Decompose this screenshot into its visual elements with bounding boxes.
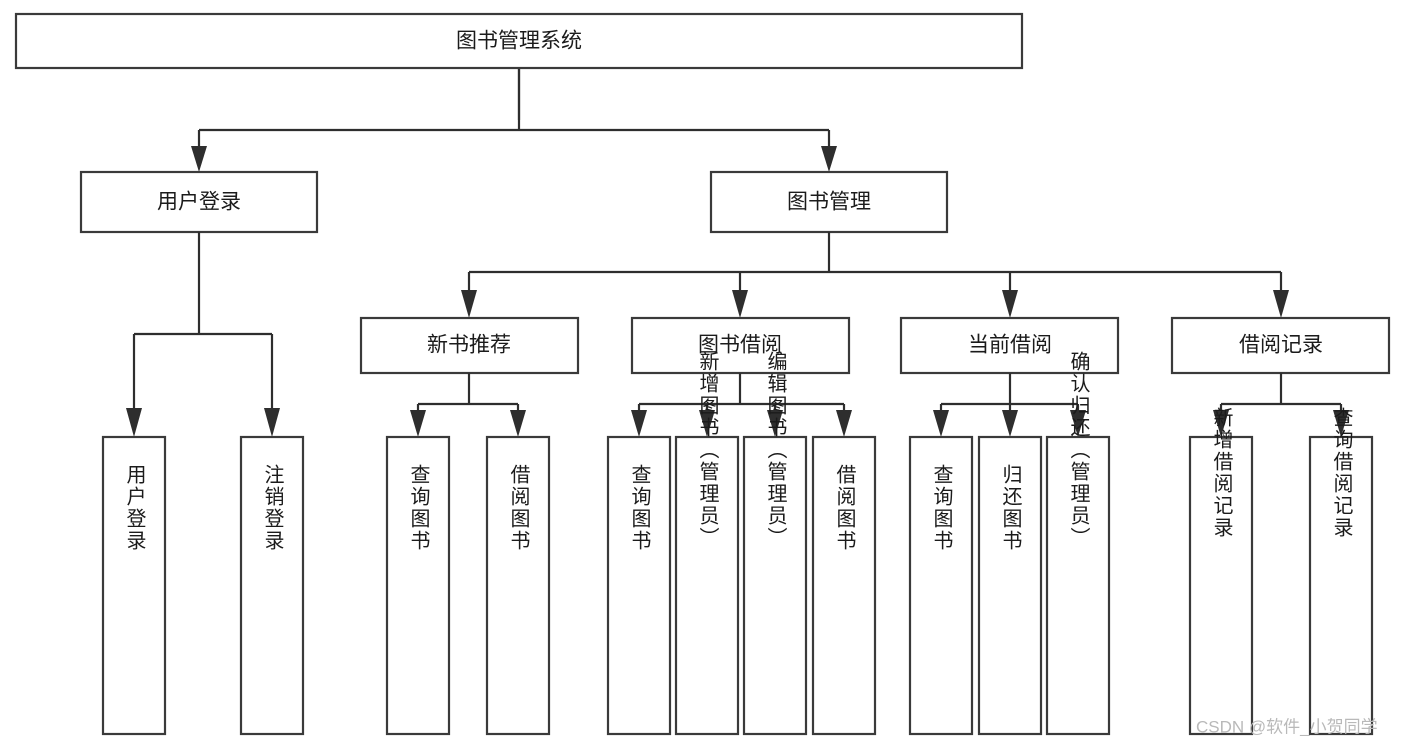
node-root[interactable]: 图书管理系统	[14, 12, 1024, 70]
arrowhead-cb-leaf-3	[1070, 410, 1086, 437]
node-book-manage-rect[interactable]	[709, 170, 949, 234]
leaf-book-borrow-3[interactable]: 编辑图书（管理员）	[742, 351, 808, 736]
node-user-login-label: 用户登录	[157, 191, 241, 214]
node-book-borrow[interactable]: 图书借阅	[630, 316, 851, 375]
node-new-book-recommend-label: 新书推荐	[427, 334, 511, 357]
leaf-book-borrow-2-rect[interactable]	[674, 435, 740, 736]
connector-new-book-recommend-to-leaves	[410, 373, 526, 437]
arrowhead-leaf-logout	[264, 408, 280, 437]
arrowhead-nbr-leaf-1	[410, 410, 426, 437]
leaf-current-borrow-3[interactable]: 确认归还（管理员）	[1045, 351, 1111, 736]
node-new-book-recommend[interactable]: 新书推荐	[359, 316, 580, 375]
leaf-user-login-2[interactable]: 注销登录	[239, 435, 305, 736]
connector-borrow-record-to-leaves	[1213, 373, 1349, 437]
leaf-user-login-1-label: 用户登录	[123, 464, 146, 552]
arrowhead-nbr-leaf-2	[510, 410, 526, 437]
node-current-borrow-label: 当前借阅	[968, 334, 1052, 357]
leaf-new-book-recommend-2-rect[interactable]	[485, 435, 551, 736]
connector-book-borrow-to-leaves	[631, 373, 852, 437]
leaf-book-borrow-3-label: 编辑图书（管理员）	[764, 351, 787, 549]
arrowhead-leaf-user-login	[126, 408, 142, 437]
leaf-current-borrow-2-rect[interactable]	[977, 435, 1043, 736]
leaf-book-borrow-3-rect[interactable]	[742, 435, 808, 736]
leaf-new-book-recommend-1-label: 查询图书	[407, 464, 430, 552]
leaf-current-borrow-2[interactable]: 归还图书	[977, 435, 1043, 736]
leaf-new-book-recommend-1[interactable]: 查询图书	[385, 435, 451, 736]
connector-book-manage-to-level3	[461, 232, 1289, 318]
leaf-book-borrow-1[interactable]: 查询图书	[606, 435, 672, 736]
leaf-new-book-recommend-2[interactable]: 借阅图书	[485, 435, 551, 736]
node-new-book-recommend-rect[interactable]	[359, 316, 580, 375]
leaf-book-borrow-2-label: 新增图书（管理员）	[696, 351, 719, 549]
leaf-borrow-record-2[interactable]: 查询借阅记录	[1308, 407, 1374, 736]
leaf-book-borrow-1-rect[interactable]	[606, 435, 672, 736]
node-borrow-record[interactable]: 借阅记录	[1170, 316, 1391, 375]
leaf-book-borrow-4-rect[interactable]	[811, 435, 877, 736]
leaf-book-borrow-2[interactable]: 新增图书（管理员）	[674, 351, 740, 736]
arrowhead-bb-leaf-1	[631, 410, 647, 437]
leaf-current-borrow-1-rect[interactable]	[908, 435, 974, 736]
arrowhead-book-manage	[821, 146, 837, 172]
node-book-manage-label: 图书管理	[787, 191, 871, 214]
arrowhead-cb-leaf-1	[933, 410, 949, 437]
leaf-new-book-recommend-2-label: 借阅图书	[507, 464, 530, 552]
leaf-user-login-1[interactable]: 用户登录	[101, 435, 167, 736]
arrowhead-cb-leaf-2	[1002, 410, 1018, 437]
leaf-book-borrow-4-label: 借阅图书	[833, 464, 856, 552]
leaf-new-book-recommend-1-rect[interactable]	[385, 435, 451, 736]
node-user-login[interactable]: 用户登录	[79, 170, 319, 234]
connector-user-login-to-leaves	[126, 232, 280, 437]
leaf-borrow-record-2-label: 查询借阅记录	[1330, 407, 1353, 539]
leaf-current-borrow-3-rect[interactable]	[1045, 435, 1111, 736]
arrowhead-borrow-record	[1273, 290, 1289, 318]
leaf-borrow-record-2-rect[interactable]	[1308, 435, 1374, 736]
arrowhead-br-leaf-2	[1333, 410, 1349, 437]
node-book-borrow-label: 图书借阅	[698, 334, 782, 357]
arrowhead-book-borrow	[732, 290, 748, 318]
leaf-user-login-1-rect[interactable]	[101, 435, 167, 736]
node-root-label: 图书管理系统	[456, 30, 582, 53]
watermark-label: CSDN @软件_小贺同学	[1196, 717, 1378, 736]
leaf-book-borrow-4[interactable]: 借阅图书	[811, 435, 877, 736]
leaf-current-borrow-1[interactable]: 查询图书	[908, 435, 974, 736]
leaf-book-borrow-1-label: 查询图书	[628, 464, 651, 552]
leaf-user-login-2-label: 注销登录	[261, 464, 284, 552]
arrowhead-bb-leaf-2	[699, 410, 715, 437]
leaf-user-login-2-rect[interactable]	[239, 435, 305, 736]
node-borrow-record-label: 借阅记录	[1239, 334, 1323, 357]
leaf-borrow-record-1-label: 新增借阅记录	[1210, 407, 1233, 539]
connector-current-borrow-to-leaves	[933, 373, 1086, 437]
leaf-current-borrow-3-label: 确认归还（管理员）	[1067, 351, 1090, 549]
leaf-current-borrow-1-label: 查询图书	[930, 464, 953, 552]
connector-root-to-level2	[191, 68, 837, 172]
leaf-borrow-record-1-rect[interactable]	[1188, 435, 1254, 736]
arrowhead-br-leaf-1	[1213, 410, 1229, 437]
leaf-borrow-record-1[interactable]: 新增借阅记录	[1188, 407, 1254, 736]
node-borrow-record-rect[interactable]	[1170, 316, 1391, 375]
arrowhead-bb-leaf-4	[836, 410, 852, 437]
arrowhead-new-book-recommend	[461, 290, 477, 318]
arrowhead-user-login	[191, 146, 207, 172]
arrowhead-current-borrow	[1002, 290, 1018, 318]
leaf-current-borrow-2-label: 归还图书	[999, 464, 1022, 552]
node-root-rect[interactable]	[14, 12, 1024, 70]
arrowhead-bb-leaf-3	[767, 410, 783, 437]
node-book-manage[interactable]: 图书管理	[709, 170, 949, 234]
